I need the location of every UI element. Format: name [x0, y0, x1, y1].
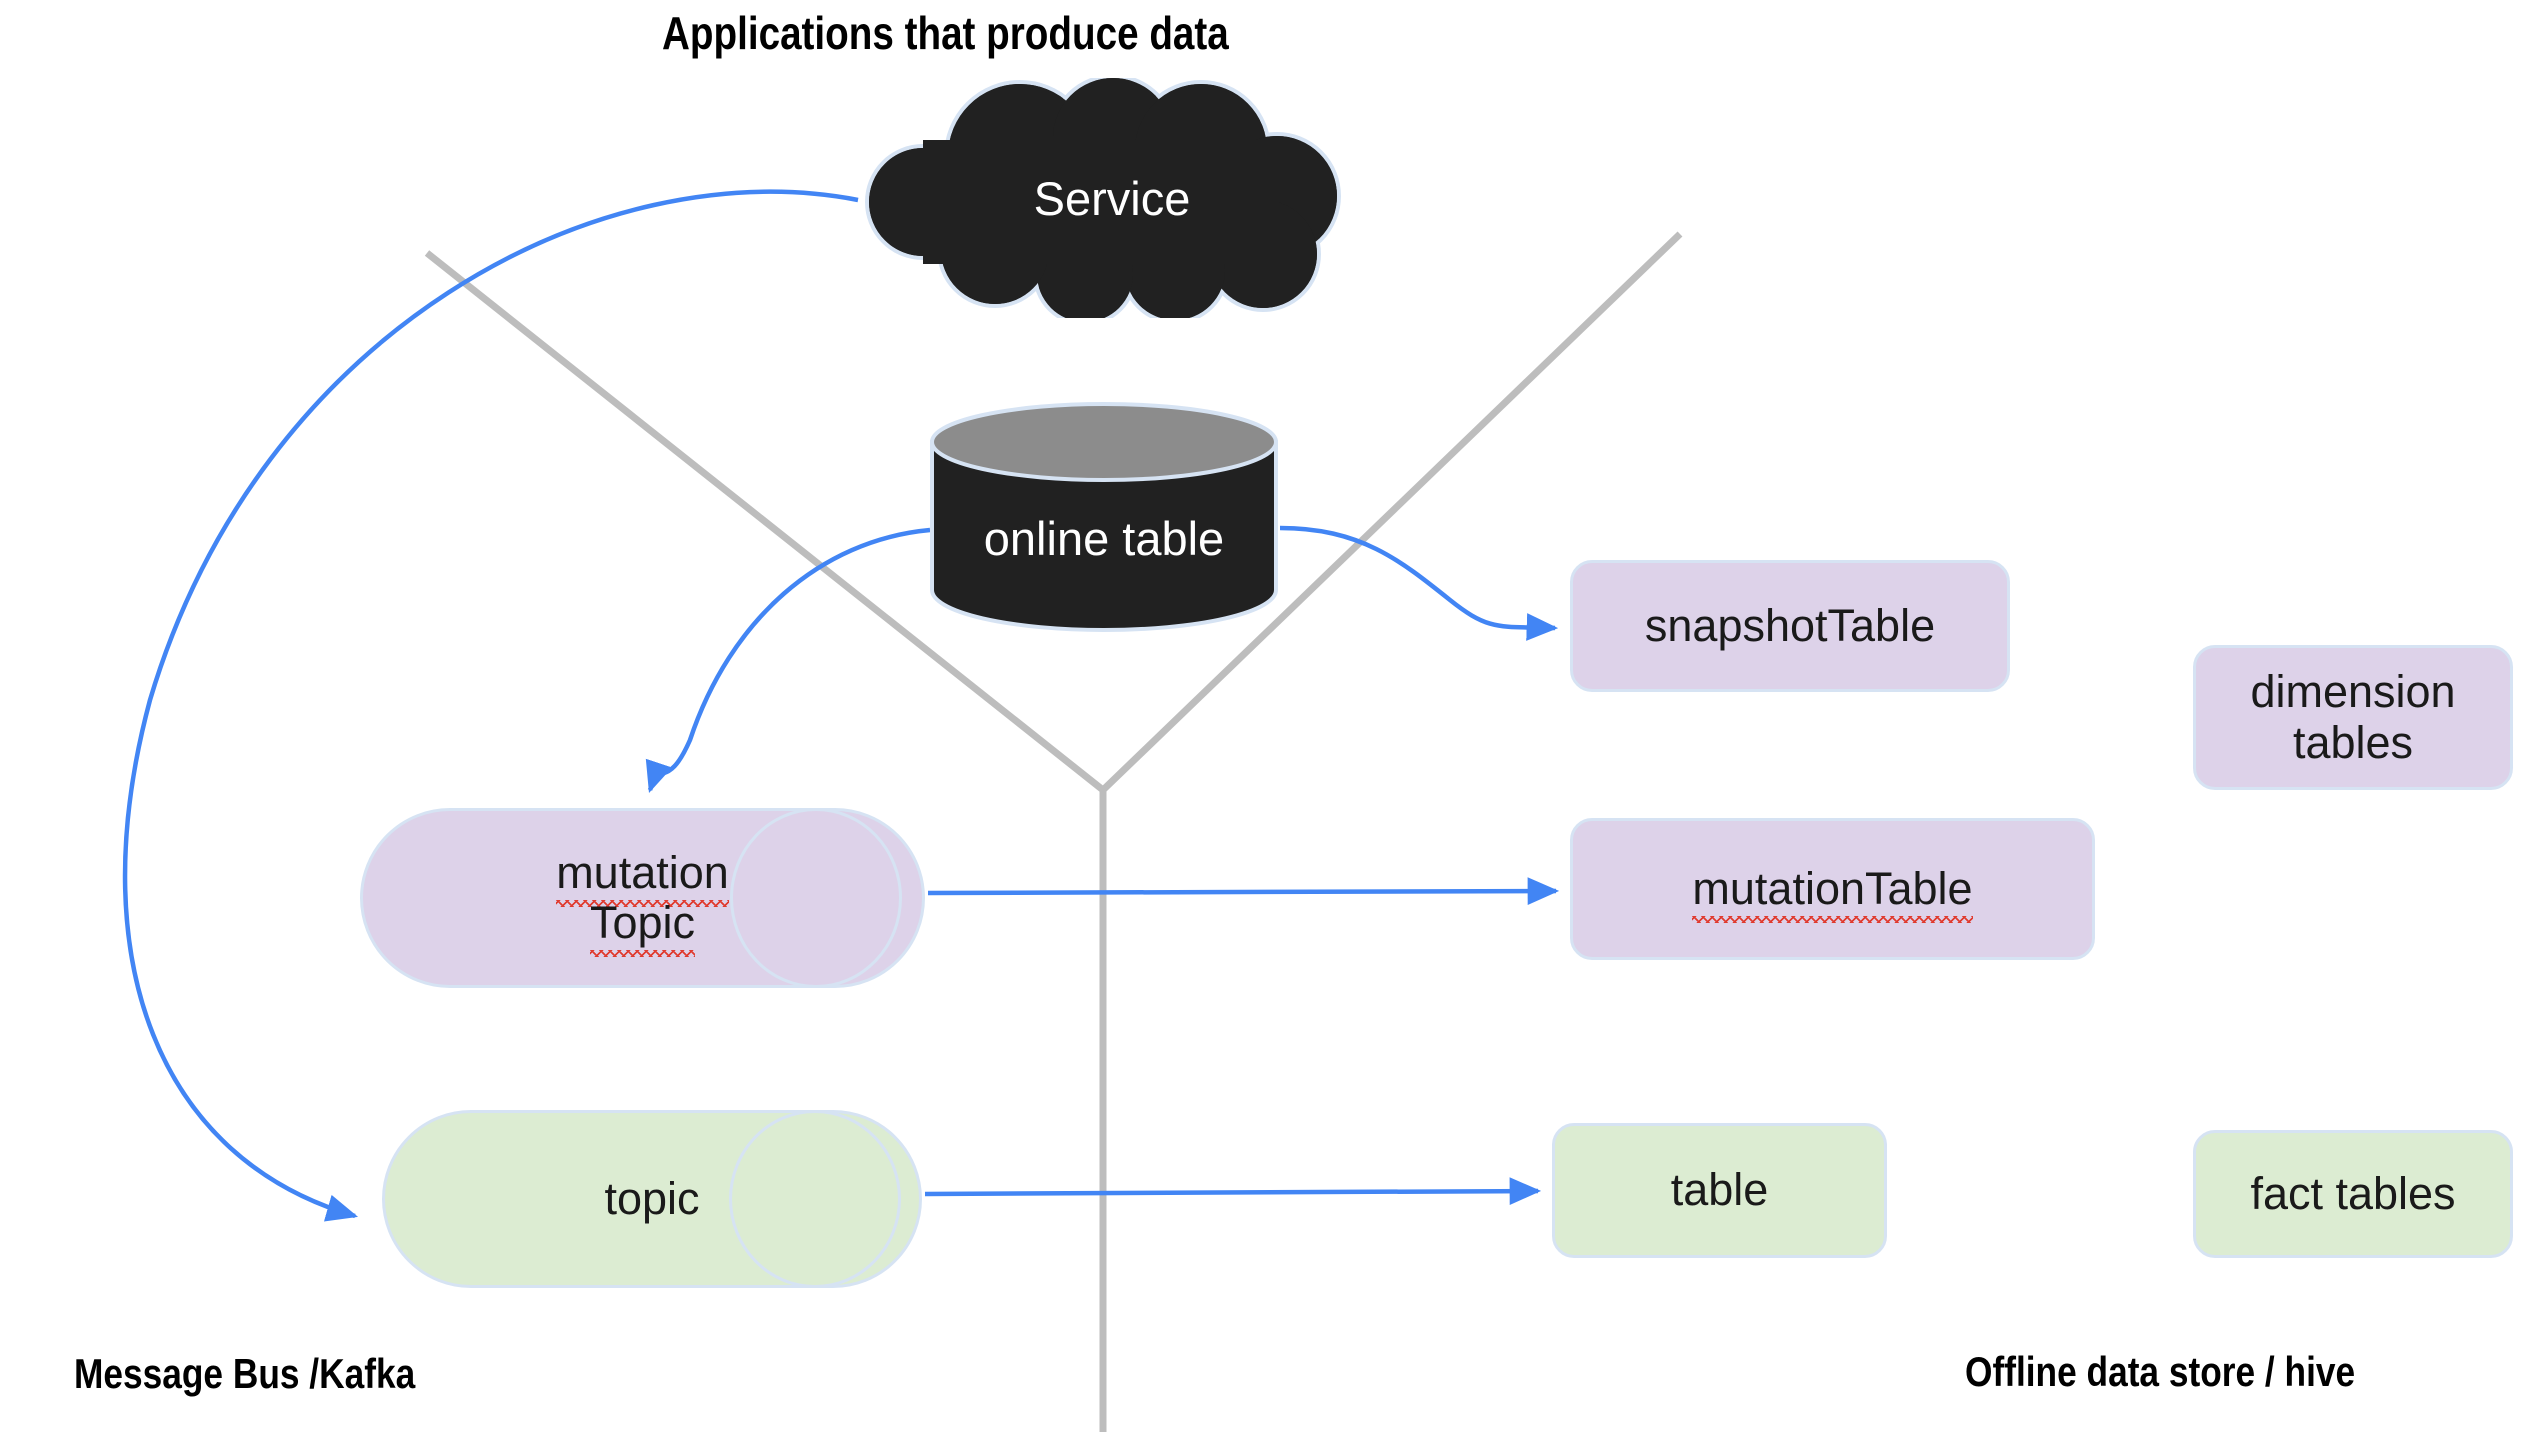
node-service-label: Service — [1033, 171, 1191, 225]
node-dimension-tables-label-line1: dimension — [2250, 666, 2456, 718]
node-dimension-tables[interactable]: dimension tables — [2193, 645, 2513, 790]
node-mutation-table[interactable]: mutationTable — [1570, 818, 2095, 960]
page-title: Applications that produce data — [662, 7, 1229, 59]
node-topic[interactable]: topic — [382, 1110, 922, 1288]
node-topic-label-text: topic — [604, 1172, 700, 1224]
node-table-label: table — [1670, 1164, 1769, 1216]
node-dimension-tables-label-line2: tables — [2292, 716, 2414, 768]
node-mutation-topic-label-line1: mutation — [556, 846, 729, 908]
edge-service-to-topic — [122, 189, 859, 1222]
node-topic-label: topic — [385, 1113, 919, 1285]
node-table[interactable]: table — [1552, 1123, 1887, 1258]
node-dimension-tables-label: dimension tables — [2250, 666, 2456, 768]
node-online-table-cylinder[interactable]: online table — [928, 400, 1280, 632]
node-mutation-topic-label-line2: Topic — [589, 897, 696, 958]
edge-online-table-to-mutation-topic — [645, 527, 931, 793]
node-service-cloud[interactable]: Service — [845, 74, 1365, 326]
edge-mutation-topic-to-mutation-table — [927, 877, 1560, 905]
node-fact-tables[interactable]: fact tables — [2193, 1130, 2513, 1258]
node-snapshot-table[interactable]: snapshotTable — [1570, 560, 2010, 692]
node-online-table-label: online table — [983, 511, 1225, 565]
node-mutation-topic-label: mutation Topic — [363, 811, 922, 985]
label-message-bus-kafka: Message Bus /Kafka — [74, 1350, 416, 1397]
edge-topic-to-table — [924, 1177, 1542, 1205]
cloud-icon — [865, 74, 1341, 326]
node-snapshot-table-label: snapshotTable — [1644, 599, 1936, 651]
node-mutation-table-label: mutationTable — [1692, 862, 1973, 924]
label-offline-data-store-hive: Offline data store / hive — [1965, 1348, 2356, 1395]
database-cylinder-icon — [930, 402, 1278, 632]
node-mutation-topic[interactable]: mutation Topic — [360, 808, 925, 988]
edge-online-table-to-snapshot-table — [1279, 525, 1559, 641]
node-fact-tables-label: fact tables — [2250, 1167, 2456, 1219]
